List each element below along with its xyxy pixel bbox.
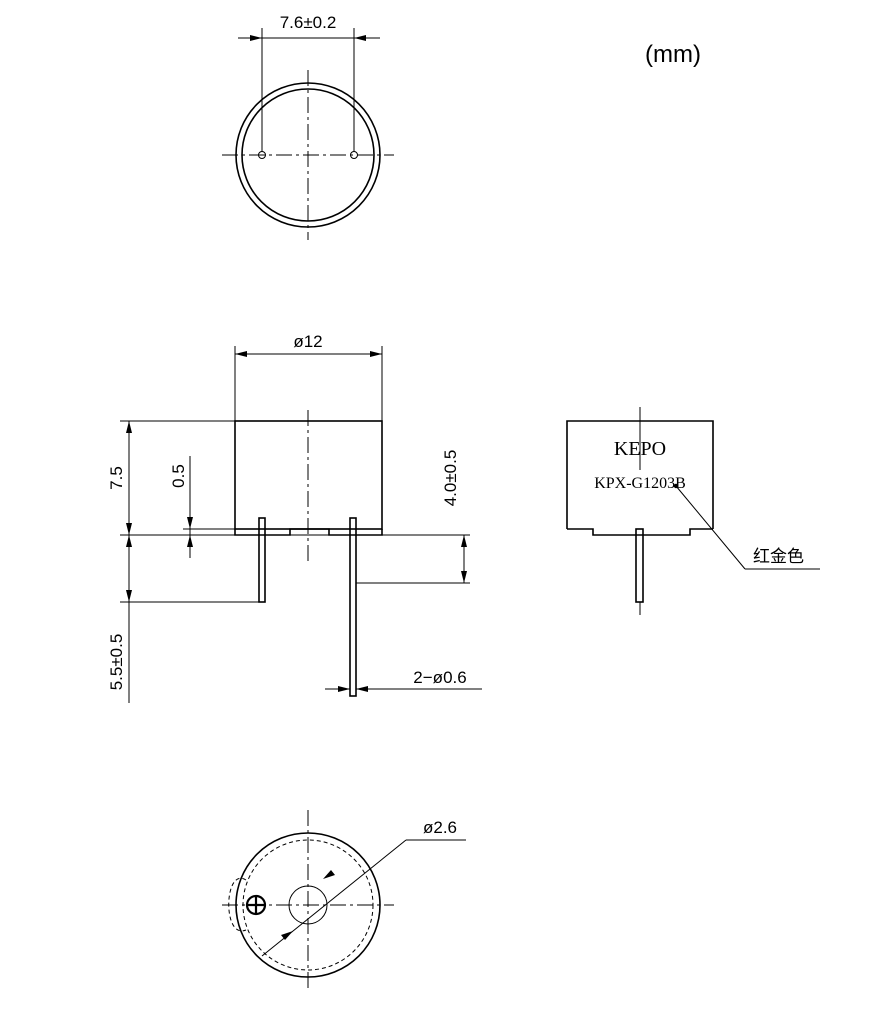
bottom-view-notch	[228, 877, 247, 932]
hole-diameter-leader	[261, 839, 407, 957]
arrow	[126, 421, 132, 433]
arrow	[126, 535, 132, 547]
pin-spacing-label: 7.6±0.2	[280, 13, 337, 32]
brand-label: KEPO	[614, 438, 666, 460]
arrow	[126, 590, 132, 602]
arrow	[461, 571, 467, 583]
pin-right	[349, 517, 357, 697]
labeled-side-view: KEPO KPX-G1203B 红金色	[566, 407, 820, 615]
callout-label: 红金色	[753, 547, 804, 566]
arrow	[187, 517, 193, 529]
front-view: ø12 7.5 0.5 4.0±0.5 5.5±0.5 2−ø0.6	[107, 332, 482, 703]
body-diameter-label: ø12	[293, 332, 322, 351]
arrow	[235, 351, 247, 357]
hole-diameter-label: ø2.6	[423, 818, 457, 837]
arrow	[338, 686, 350, 692]
arrow	[187, 535, 193, 547]
top-view: 7.6±0.2	[222, 13, 394, 240]
pin-left	[258, 517, 266, 603]
pin-diameter-label: 2−ø0.6	[413, 668, 466, 687]
arrow	[126, 523, 132, 535]
arrow	[250, 35, 262, 41]
pin-offset-label: 4.0±0.5	[441, 450, 460, 507]
arrow	[323, 870, 335, 879]
pin-length-label: 5.5±0.5	[107, 634, 126, 691]
labeled-pin	[635, 528, 644, 603]
base-step-label: 0.5	[169, 464, 188, 488]
body-height-label: 7.5	[107, 466, 126, 490]
bottom-view: ø2.6	[222, 810, 466, 990]
arrow	[354, 35, 366, 41]
units-label: (mm)	[645, 41, 701, 68]
arrow	[461, 535, 467, 547]
arrow	[356, 686, 368, 692]
callout-dot	[673, 483, 679, 489]
arrow	[370, 351, 382, 357]
model-label: KPX-G1203B	[594, 475, 686, 492]
callout-leader	[675, 485, 746, 570]
arrow	[281, 931, 293, 940]
labeled-body-base	[567, 528, 713, 536]
